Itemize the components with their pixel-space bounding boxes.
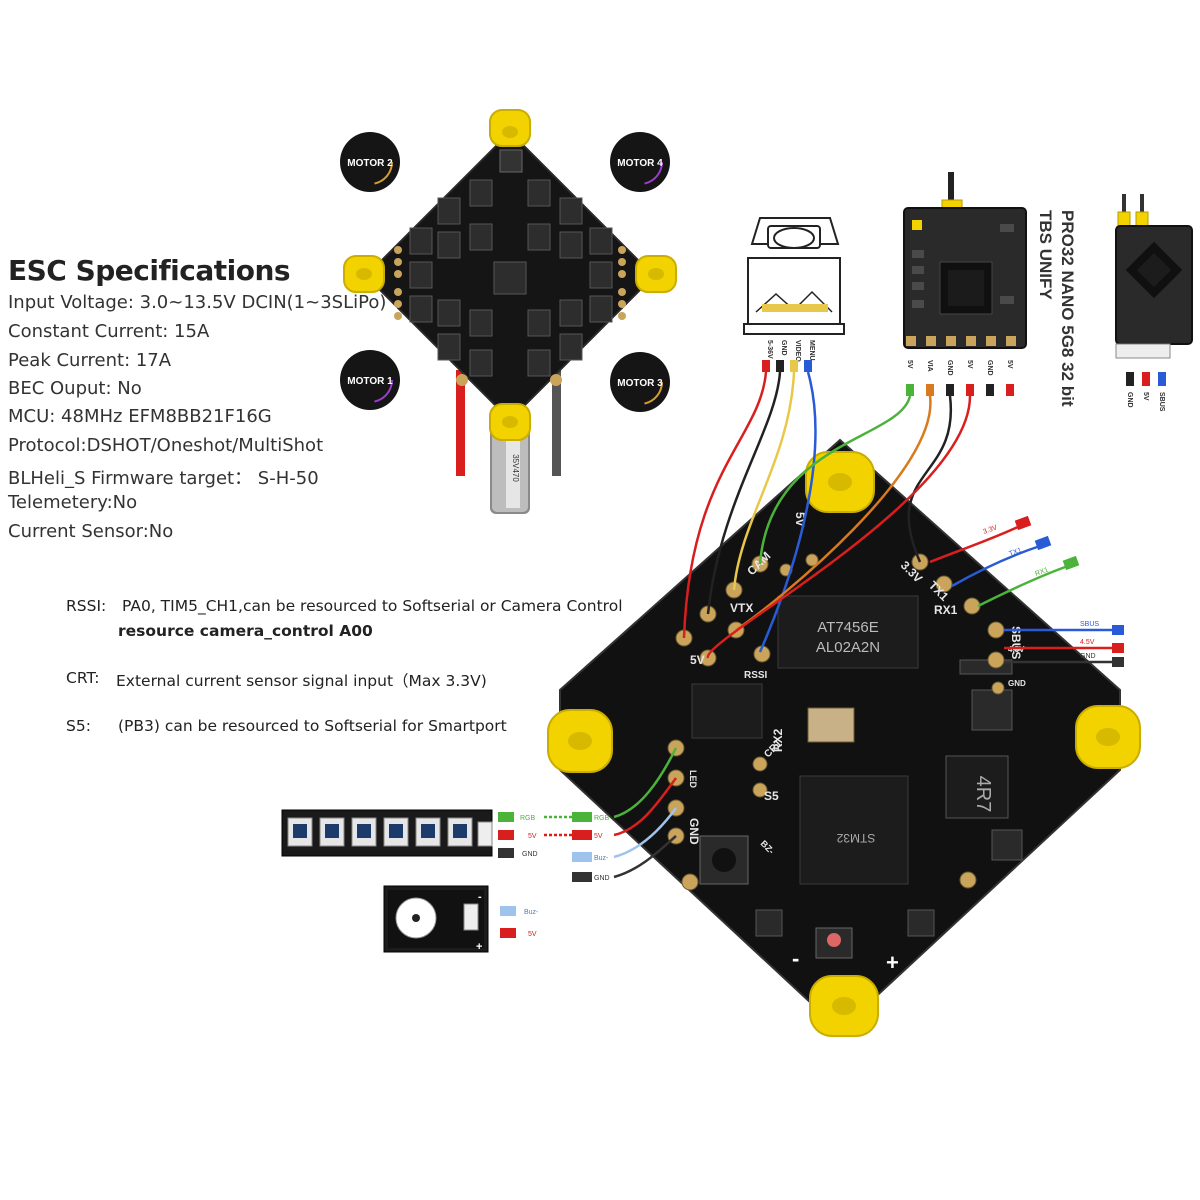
camera-pin-video: VIDEO — [794, 340, 801, 362]
motor-2-label: MOTOR 2 — [347, 158, 393, 169]
right-wires: 3.3V TX1 RX1 SBUS 4.5V GND — [929, 515, 1124, 667]
fc-wire-5v: 5V — [594, 833, 603, 840]
led-strip: RGB 5V GND — [281, 809, 572, 858]
osd-chip — [777, 595, 919, 669]
vtx-module: 5V VIA GND 5V GND 5V TBS UNIFY PRO32 NAN… — [903, 172, 1077, 407]
esc-battery-black-wire — [552, 370, 561, 476]
led-wire-5v: 5V — [528, 833, 537, 840]
buzzer: - + Buz- 5V — [383, 885, 539, 953]
receiver-pin-5v: 5V — [1142, 392, 1149, 401]
vtx-pin-4: 5V — [966, 360, 973, 369]
receiver-pin-sbus: SBUS — [1158, 392, 1165, 412]
fc-board: AT7456E AL02A2N STM32 4R7 — [547, 438, 1141, 1037]
esc-spec-mcu: MCU: 48MHz EFM8BB21F16G — [8, 406, 272, 427]
esc-capacitor: 35V470 — [490, 420, 530, 514]
buzzer-minus: - — [478, 891, 482, 903]
esc-spec-firmware: BLHeli_S Firmware target： S-H-50 — [8, 468, 319, 489]
motor-1-badge: MOTOR 1 — [340, 350, 400, 410]
wire-label-3v3: 3.3V — [982, 524, 998, 536]
receiver-module: GND 5V SBUS — [1115, 194, 1193, 412]
note-rssi-text: PA0, TIM5_CH1,can be resourced to Softse… — [122, 597, 623, 615]
esc-inductor — [499, 149, 523, 173]
note-rssi-bold: resource camera_control A00 — [118, 622, 373, 640]
led-wire-gnd: GND — [522, 851, 538, 858]
esc-battery-red-wire — [456, 370, 465, 476]
motor-3-badge: MOTOR 3 — [610, 352, 670, 412]
pad-label-vtx: VTX — [730, 601, 753, 615]
pad-label-rx1: RX1 — [934, 603, 958, 617]
vtx-pin-1: 5V — [906, 360, 913, 369]
vtx-title-1: TBS UNIFY — [1036, 210, 1055, 300]
motor-4-label: MOTOR 4 — [617, 158, 663, 169]
vtx-title-2: PRO32 NANO 5G8 32 bit — [1058, 210, 1077, 407]
camera-pin-gnd: GND — [780, 340, 787, 356]
esc-spec-peak-current: Peak Current: 17A — [8, 350, 172, 371]
camera-pin-5-36v: 5-36V — [766, 340, 773, 359]
fc-wire-rgb: RGB — [594, 815, 610, 822]
pad-label-4v5: 4.5V — [1008, 645, 1025, 654]
buzzer-wire-5v: 5V — [528, 931, 537, 938]
capacitor-label: 35V470 — [511, 454, 520, 482]
pad-label-gnd-left: GND — [687, 818, 701, 845]
wire-label-4v5: 4.5V — [1080, 639, 1095, 646]
fc-wire-buz: Buz- — [594, 855, 609, 862]
motor-3-label: MOTOR 3 — [617, 378, 663, 389]
vtx-pin-gnd: GND — [946, 360, 953, 376]
note-s5-text: (PB3) can be resourced to Softserial for… — [118, 717, 507, 735]
motor-2-badge: MOTOR 2 — [340, 132, 400, 192]
fc-plus-label: + — [886, 950, 899, 975]
receiver-pin-gnd: GND — [1126, 392, 1133, 408]
vtx-pin-via: VIA — [926, 360, 933, 372]
osd-chip-label: AT7456E — [817, 619, 878, 636]
esc-spec-title: ESC Specifications — [8, 254, 291, 287]
esc-spec-input-voltage: Input Voltage: 3.0~13.5V DCIN(1~3SLiPo) — [8, 292, 387, 313]
wire-label-sbus: SBUS — [1080, 621, 1099, 628]
camera-pin-menu: MENU — [808, 340, 815, 361]
vtx-pin-6: 5V — [1006, 360, 1013, 369]
esc-spacers — [343, 109, 677, 441]
fc-wire-gnd: GND — [594, 875, 610, 882]
pad-label-sbus: SBUS — [1009, 626, 1023, 659]
note-s5-label: S5: — [66, 717, 91, 735]
inductor — [945, 755, 1009, 819]
osd-chip-label-2: AL02A2N — [816, 639, 880, 656]
wire-label-rx1: RX1 — [1034, 567, 1049, 578]
camera-module: 5-36V GND VIDEO MENU — [743, 217, 845, 372]
esc-spec-current-sensor: Current Sensor:No — [8, 521, 174, 542]
pad-label-gnd-right: GND — [1008, 679, 1026, 688]
esc-board: 35V470 — [340, 109, 677, 514]
note-rssi-label: RSSI: — [66, 597, 107, 615]
motor-4-badge: MOTOR 4 — [610, 132, 670, 192]
esc-spec-bec-output: BEC Ouput: No — [8, 378, 142, 399]
pad-label-led: LED — [688, 770, 698, 789]
wires-top — [682, 371, 972, 659]
vtx-pin-5: GND — [986, 360, 993, 376]
mcu-chip-label: STM32 — [836, 831, 875, 845]
led-fc-wires: RGB 5V Buz- GND — [572, 747, 678, 882]
buzzer-plus: + — [476, 941, 482, 953]
esc-spec-protocol: Protocol:DSHOT/Oneshot/MultiShot — [8, 435, 324, 456]
esc-spec-telemetry: Telemetery:No — [8, 492, 138, 513]
wire-label-tx1: TX1 — [1008, 547, 1023, 558]
led-wire-rgb: RGB — [520, 815, 536, 822]
buzzer-wire-buz: Buz- — [524, 909, 539, 916]
pad-label-rssi: RSSI — [744, 670, 768, 681]
pad-label-rx2: RX2 — [771, 728, 785, 752]
fc-spacers — [547, 451, 1141, 1037]
motor-1-label: MOTOR 1 — [347, 376, 393, 387]
inductor-label: 4R7 — [972, 776, 994, 813]
pad-label-5v-left: 5V — [690, 653, 705, 667]
wire-label-gnd: GND — [1080, 653, 1096, 660]
pad-label-s5: S5 — [764, 789, 779, 803]
esc-spec-constant-current: Constant Current: 15A — [8, 321, 210, 342]
note-crt-label: CRT: — [66, 669, 100, 687]
mcu-chip — [799, 775, 909, 885]
note-crt-text: External current sensor signal input（Max… — [116, 672, 487, 690]
fc-minus-label: - — [792, 946, 799, 971]
